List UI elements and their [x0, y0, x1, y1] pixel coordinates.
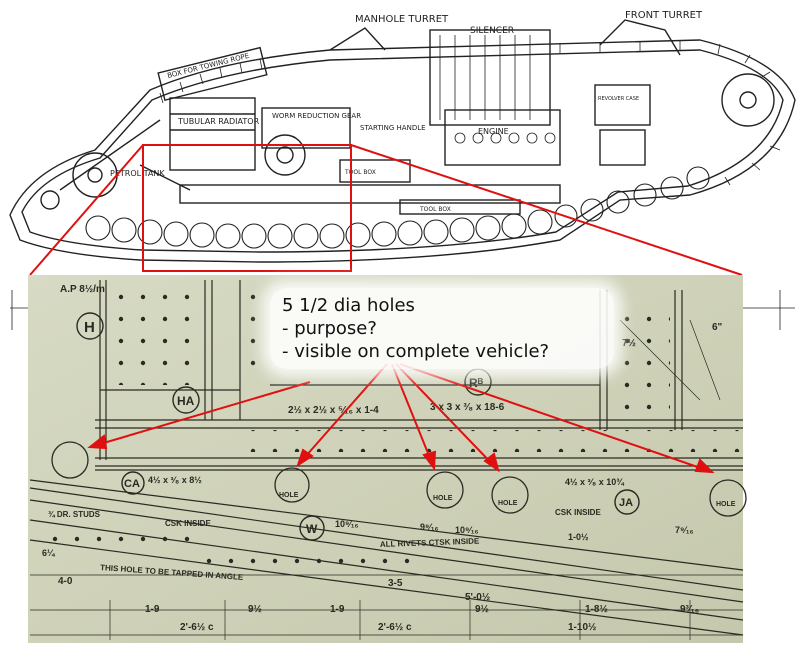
dim-9-16: 9³⁄₁₆	[680, 604, 699, 615]
label-petrol-tank: PETROL TANK	[110, 169, 165, 178]
dim-10-9: 10⁹⁄₁₆	[335, 519, 359, 529]
dim-1-8: 1-8½	[585, 604, 608, 615]
label-silencer: SILENCER	[470, 26, 514, 36]
detail-highlight-box	[142, 144, 352, 272]
label-towing-rope: BOX FOR TOWING ROPE	[167, 52, 251, 80]
label-starting-handle: STARTING HANDLE	[360, 124, 426, 132]
worm-gear	[264, 134, 306, 176]
callout-line-2: - visible on complete vehicle?	[282, 341, 550, 362]
road-wheels	[85, 166, 710, 249]
hole-1	[51, 441, 89, 479]
hole-3	[426, 471, 464, 509]
label-plate-1: 4½ x ³⁄₈ x 8½	[148, 475, 202, 485]
label-tubular-radiator: TUBULAR RADIATOR	[177, 117, 260, 126]
label-front-turret: FRONT TURRET	[625, 10, 703, 21]
label-manhole-turret: MANHOLE TURRET	[355, 14, 449, 25]
label-all-rivets: ALL RIVETS CTSK INSIDE	[380, 537, 480, 549]
label-worm-reduction-gear: WORM REDUCTION GEAR	[272, 112, 361, 120]
track-outline	[9, 39, 796, 263]
hole-label-4: HOLE	[498, 500, 518, 507]
label-engine: ENGINE	[478, 127, 509, 136]
hole-label-5: HOLE	[716, 501, 736, 508]
ref-w: W	[306, 522, 318, 536]
dim-6-4: 6¼	[42, 548, 56, 558]
dim-3-5: 3-5	[388, 578, 403, 589]
label-tool-box-2: TOOL BOX	[419, 206, 451, 213]
dim-9-5a: 9½	[248, 604, 262, 615]
dim-6: 6"	[712, 322, 723, 333]
label-dr-studs: ¾ DR. STUDS	[48, 510, 101, 519]
ref-ca: CA	[124, 478, 140, 490]
dim-7-16: 7⁹⁄₁₆	[675, 525, 694, 535]
ref-ha: HA	[177, 394, 195, 408]
label-plate-2: 4½ x ³⁄₈ x 10¾	[565, 477, 625, 487]
callout-arrows	[87, 363, 715, 474]
zoom-line-left	[29, 144, 144, 276]
callout-line-1: - purpose?	[282, 318, 377, 339]
label-revolver-case: REVOLVER CASE	[598, 96, 639, 102]
front-idler	[721, 73, 775, 127]
callout-title: 5 1/2 dia holes	[282, 295, 415, 316]
label-angle-2: 3 x 3 x ³⁄₈ x 18-6	[430, 402, 505, 413]
five-half-inch-holes	[51, 441, 747, 517]
dim-1-10: 1-10½	[568, 622, 596, 633]
dim-10-16: 10⁹⁄₁₆	[455, 525, 479, 535]
label-tool-box: TOOL BOX	[344, 169, 376, 176]
dim-2-6b: 2'-6½ c	[378, 622, 412, 633]
dim-9-16b: 9⁹⁄₁₆	[420, 522, 439, 532]
ref-rb: Rᴮ	[469, 376, 484, 390]
ref-ja: JA	[619, 497, 633, 509]
blueprint-photo: H HA Rᴮ CA JA W A.P 8½/m HOLE HOLE HOLE …	[28, 275, 747, 643]
dim-9-5b: 9½	[475, 604, 489, 615]
dim-7-5: 7½	[622, 338, 636, 349]
dim-1-9b: 1-9	[330, 604, 345, 615]
dim-4-0: 4-0	[58, 576, 73, 587]
zoom-line-right	[350, 144, 743, 276]
hole-4	[491, 476, 529, 514]
dim-1-0: 1-0½	[568, 532, 589, 542]
label-csk-inside-1: CSK INSIDE	[165, 519, 211, 528]
hole-label-2: HOLE	[279, 492, 299, 499]
label-csk-inside-2: CSK INSIDE	[555, 508, 601, 517]
label-angle-1: 2½ x 2½ x ⁵⁄₁₆ x 1-4	[288, 405, 379, 416]
ref-h: H	[84, 319, 95, 336]
hole-5	[709, 479, 747, 517]
question-callout: 5 1/2 dia holes - purpose? - visible on …	[270, 288, 614, 369]
label-ap: A.P 8½/m	[60, 284, 105, 295]
dim-2-6: 2'-6½ c	[180, 622, 214, 633]
hole-label-3: HOLE	[433, 495, 453, 502]
dim-5-0: 5'-0½	[465, 592, 490, 603]
dim-1-9a: 1-9	[145, 604, 160, 615]
hole-2	[274, 467, 310, 503]
